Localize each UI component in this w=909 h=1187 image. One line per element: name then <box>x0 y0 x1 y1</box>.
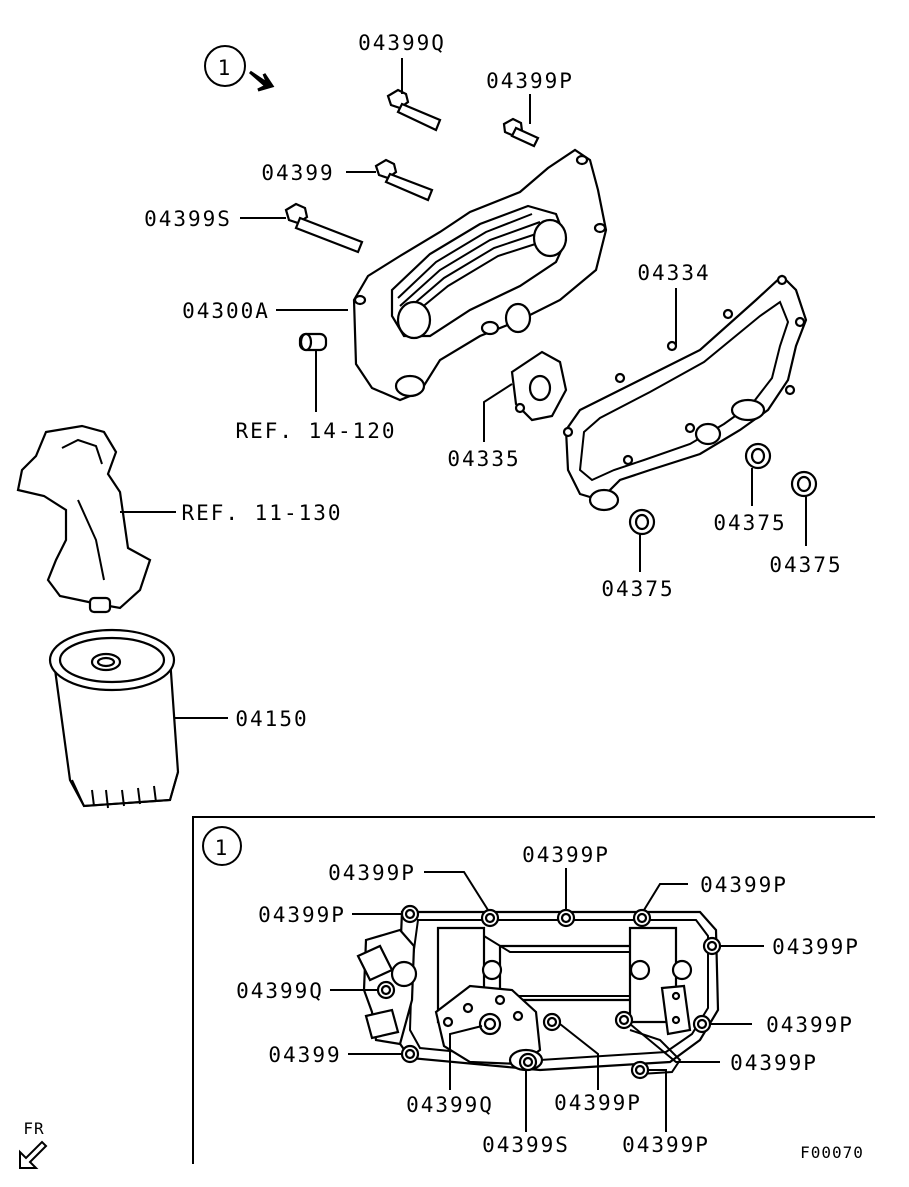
arrow-icon <box>249 70 275 92</box>
label-04399-top: 04399 <box>261 161 334 185</box>
detail-frame <box>192 816 875 1164</box>
callout-number: 1 <box>218 56 233 80</box>
o-ring-04375-a[interactable] <box>628 508 656 536</box>
label-04375-c: 04375 <box>769 553 842 577</box>
label-04334: 04334 <box>637 261 710 285</box>
detail-label-p-left-top: 04399P <box>258 903 346 927</box>
detail-callout-1[interactable]: 1 <box>202 826 242 866</box>
label-ref-11-130: REF. 11-130 <box>181 501 342 525</box>
detail-label-p-right-mid: 04399P <box>766 1013 854 1037</box>
front-indicator-label: FR <box>23 1119 44 1138</box>
detail-bolt-heads <box>376 904 722 1080</box>
detail-label-p-right-upper: 04399P <box>772 935 860 959</box>
plate-04335[interactable] <box>510 350 568 422</box>
o-ring-04375-b[interactable] <box>744 442 772 470</box>
o-ring-04375-c[interactable] <box>790 470 818 498</box>
sensor-fitting[interactable] <box>298 332 328 352</box>
oil-cooler-04300a[interactable] <box>352 148 608 402</box>
label-04399p-top: 04399P <box>486 69 574 93</box>
label-ref-14-120: REF. 14-120 <box>235 419 396 443</box>
detail-label-s-bottom: 04399S <box>482 1133 570 1157</box>
label-04150: 04150 <box>235 707 308 731</box>
detail-label-plain-left: 04399 <box>268 1043 341 1067</box>
label-04300a: 04300A <box>182 299 270 323</box>
detail-label-p-top-right: 04399P <box>700 873 788 897</box>
figure-code: F00070 <box>800 1143 864 1162</box>
bolt-04399[interactable] <box>374 158 434 202</box>
label-04375-b: 04375 <box>713 511 786 535</box>
detail-label-p-bottom-right: 04399P <box>622 1133 710 1157</box>
gasket-04334[interactable] <box>562 274 808 512</box>
detail-label-p-top-left: 04399P <box>328 861 416 885</box>
detail-label-q-left: 04399Q <box>236 979 324 1003</box>
callout-1[interactable]: 1 <box>204 45 246 87</box>
detail-callout-number: 1 <box>215 836 230 860</box>
filter-bracket[interactable] <box>16 424 152 614</box>
bolt-04399s[interactable] <box>284 202 364 254</box>
front-arrow-icon <box>19 1140 48 1169</box>
detail-label-p-top-center: 04399P <box>522 843 610 867</box>
label-04399s-top: 04399S <box>144 207 232 231</box>
bolt-04399p[interactable] <box>502 117 540 148</box>
label-04399q-top: 04399Q <box>358 31 446 55</box>
label-04375-a: 04375 <box>601 577 674 601</box>
bolt-04399q[interactable] <box>386 88 442 132</box>
label-04335: 04335 <box>447 447 520 471</box>
detail-label-q-bottom: 04399Q <box>406 1093 494 1117</box>
detail-label-p-bottom-mid: 04399P <box>554 1091 642 1115</box>
detail-label-p-right-low: 04399P <box>730 1051 818 1075</box>
oil-filter-04150[interactable] <box>48 628 180 809</box>
